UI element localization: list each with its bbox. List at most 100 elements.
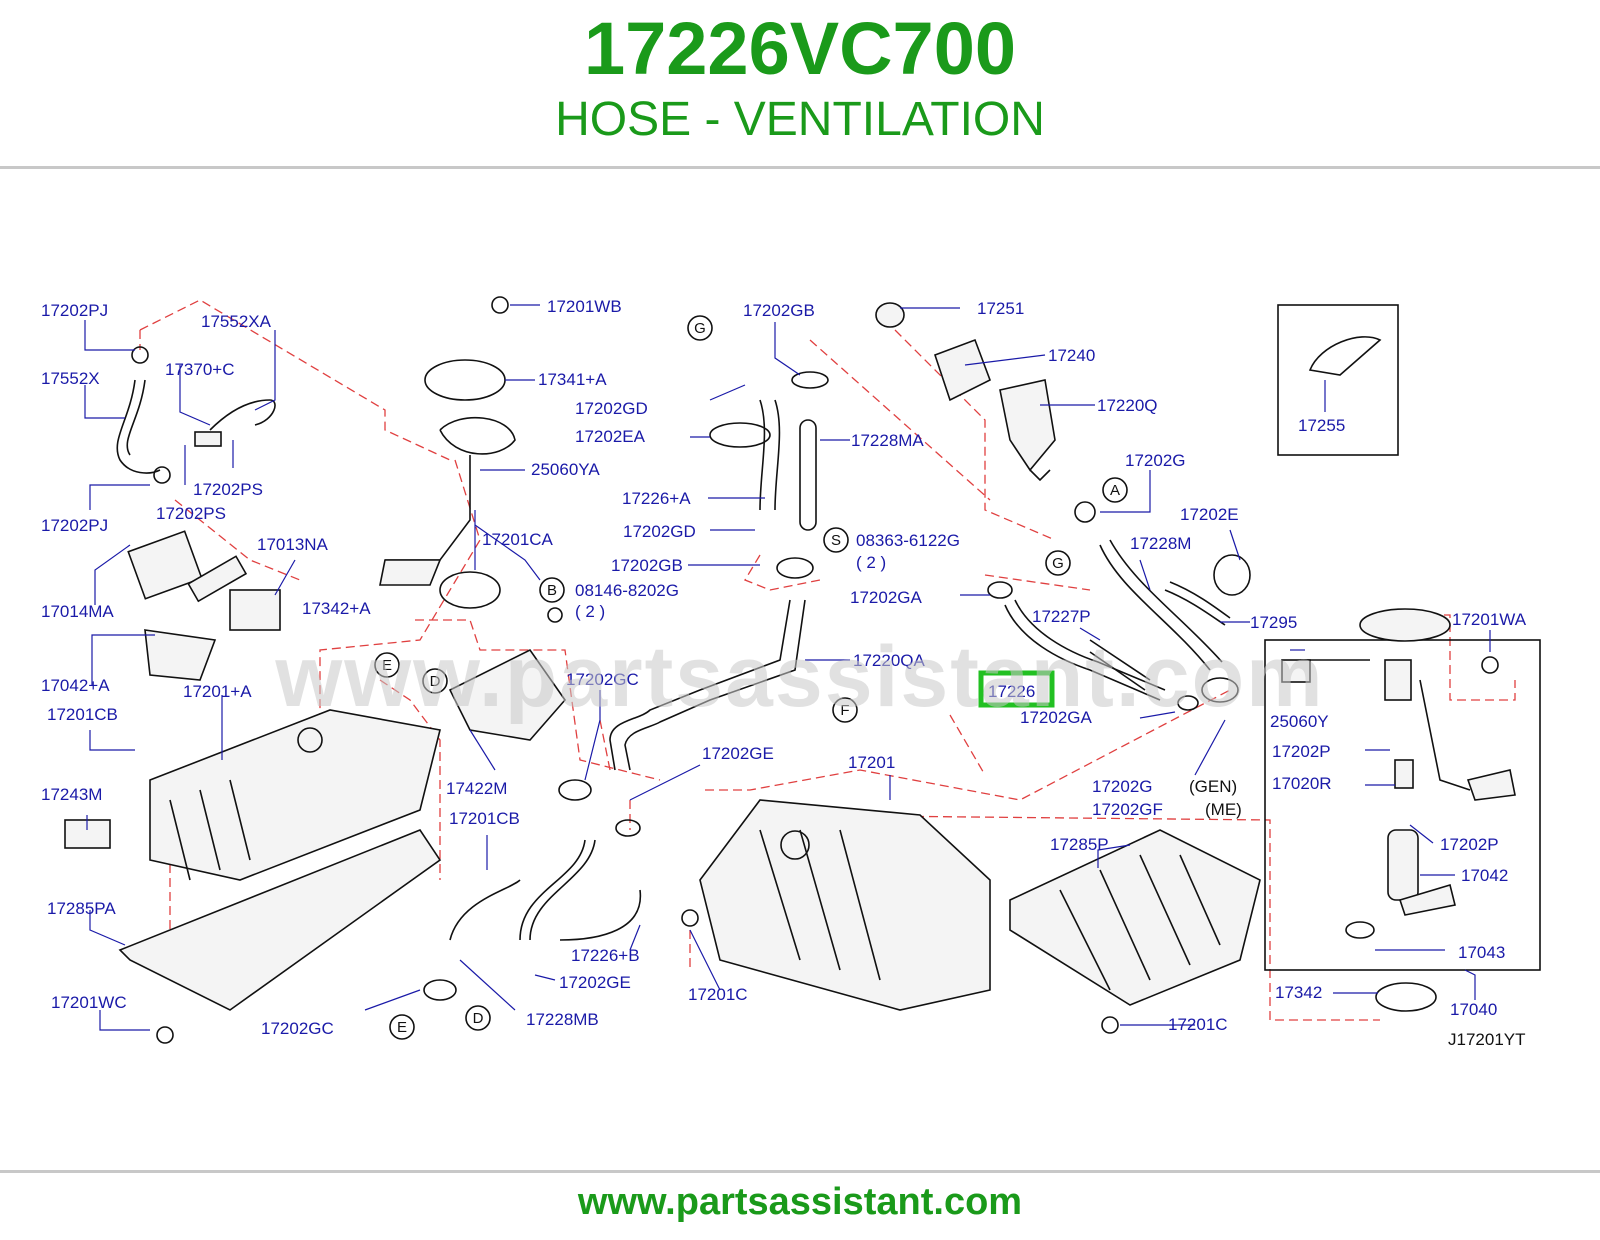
protector-17285p <box>1009 829 1261 1006</box>
ref-letter: B <box>547 582 557 599</box>
valve-17370c <box>194 431 222 447</box>
label-17220qa: 17220QA <box>853 651 925 670</box>
highlight-box <box>978 670 1055 708</box>
label-08146-8202g: 08146-8202G <box>575 581 679 600</box>
label-17552x: 17552X <box>41 369 100 388</box>
label-17255: 17255 <box>1298 416 1345 435</box>
ref-circle-d-2 <box>465 1005 491 1031</box>
label-17202ge: 17202GE <box>702 744 774 763</box>
label-17202gc: 17202GC <box>566 670 639 689</box>
label-17202gb: 17202GB <box>743 301 815 320</box>
gasket-17342 <box>1375 982 1437 1012</box>
label-25060y: 25060Y <box>1270 712 1329 731</box>
tank-17201 <box>699 799 991 1011</box>
hose-17227p <box>1004 599 1166 701</box>
ref-circle-e-1 <box>374 652 400 678</box>
label-17202ge: 17202GE <box>559 973 631 992</box>
label-17042a: 17042+A <box>41 676 110 695</box>
ref-circle-f <box>832 697 858 723</box>
label-17226a: 17226+A <box>622 489 691 508</box>
footer-url[interactable]: www.partsassistant.com <box>577 1181 1023 1223</box>
label-17201cb: 17201CB <box>449 809 520 828</box>
label-17342: 17342 <box>1275 983 1322 1002</box>
label-17285pa: 17285PA <box>47 899 116 918</box>
label-17014ma: 17014MA <box>41 602 114 621</box>
ref-letter: D <box>430 673 441 690</box>
part-labels: 17202PJ 17552XA 17552X 17370+C 17202PS 1… <box>41 297 1527 1049</box>
label-17202pj: 17202PJ <box>41 301 108 320</box>
label-17202g: 17202G <box>1092 777 1153 796</box>
hose-17226b <box>559 889 642 941</box>
label-17201cb: 17201CB <box>47 705 118 724</box>
label-17422m: 17422M <box>446 779 507 798</box>
label-17295: 17295 <box>1250 613 1297 632</box>
label-17220q: 17220Q <box>1097 396 1158 415</box>
label-17202p: 17202P <box>1440 835 1499 854</box>
label-08363-6122g: 08363-6122G <box>856 531 960 550</box>
inset-17255-box <box>1277 304 1399 456</box>
label-17342a: 17342+A <box>302 599 371 618</box>
ref-circle-a <box>1102 477 1128 503</box>
hose-17228ma <box>799 419 817 531</box>
label-17042: 17042 <box>1461 866 1508 885</box>
label-17201c: 17201C <box>688 985 748 1004</box>
ref-circle-s <box>823 527 849 553</box>
gasket-17341a <box>424 359 506 401</box>
label-17201wb: 17201WB <box>547 297 622 316</box>
label-me: (ME) <box>1205 800 1242 819</box>
gasket-17240 <box>933 338 992 402</box>
label-17201wa: 17201WA <box>1452 610 1527 629</box>
footer-divider <box>0 1170 1600 1173</box>
label-17202ga: 17202GA <box>1020 708 1092 727</box>
hose-17295 <box>1164 581 1231 626</box>
label-17552xa: 17552XA <box>201 312 272 331</box>
label-17040: 17040 <box>1450 1000 1497 1019</box>
label-17202gb: 17202GB <box>611 556 683 575</box>
label-17228m: 17228M <box>1130 534 1191 553</box>
header-divider <box>0 166 1600 169</box>
label-17201a: 17201+A <box>183 682 252 701</box>
ref-circle-g-1 <box>687 315 713 341</box>
label-17285p: 17285P <box>1050 835 1109 854</box>
ref-letter: F <box>840 702 849 719</box>
label-17226b: 17226+B <box>571 946 640 965</box>
label-17020r: 17020R <box>1272 774 1332 793</box>
ref-circle-d-1 <box>422 668 448 694</box>
filler-17220q <box>999 379 1056 472</box>
protector-17422m <box>448 648 567 741</box>
label-qty-2: ( 2 ) <box>856 553 886 572</box>
ref-letter: A <box>1110 482 1120 499</box>
reference-markers: G G A S B E D F E D <box>374 315 1128 1040</box>
label-17202ga: 17202GA <box>850 588 922 607</box>
label-17202p: 17202P <box>1272 742 1331 761</box>
clip-17255 <box>1308 336 1382 376</box>
label-17202gd: 17202GD <box>575 399 648 418</box>
hose-17228mb <box>449 879 521 941</box>
ref-letter: E <box>382 657 392 674</box>
label-17251: 17251 <box>977 299 1024 318</box>
label-17202g: 17202G <box>1125 451 1186 470</box>
hose-17228m <box>1099 539 1223 671</box>
ref-letter: S <box>831 532 841 549</box>
label-17228mb: 17228MB <box>526 1010 599 1029</box>
label-17228ma: 17228MA <box>851 431 924 450</box>
ref-letter: D <box>473 1010 484 1027</box>
label-17243m: 17243M <box>41 785 102 804</box>
label-17202e: 17202E <box>1180 505 1239 524</box>
label-17201wc: 17201WC <box>51 993 127 1012</box>
filter-17014ma <box>127 530 203 600</box>
hose-17552x <box>116 379 161 474</box>
pump-flange <box>1359 608 1451 642</box>
ref-circle-g-2 <box>1045 550 1071 576</box>
label-17201c: 17201C <box>1168 1015 1228 1034</box>
part-number-title: 17226VC700 <box>583 7 1017 90</box>
ref-letter: G <box>1052 555 1064 572</box>
ref-letter: E <box>397 1019 407 1036</box>
label-17226-highlighted: 17226 <box>988 682 1035 701</box>
cap-17251 <box>875 302 905 328</box>
label-17202gf: 17202GF <box>1092 800 1163 819</box>
part-name-subtitle: HOSE - VENTILATION <box>555 93 1045 146</box>
label-gen: (GEN) <box>1189 777 1237 796</box>
label-17202ps: 17202PS <box>193 480 263 499</box>
